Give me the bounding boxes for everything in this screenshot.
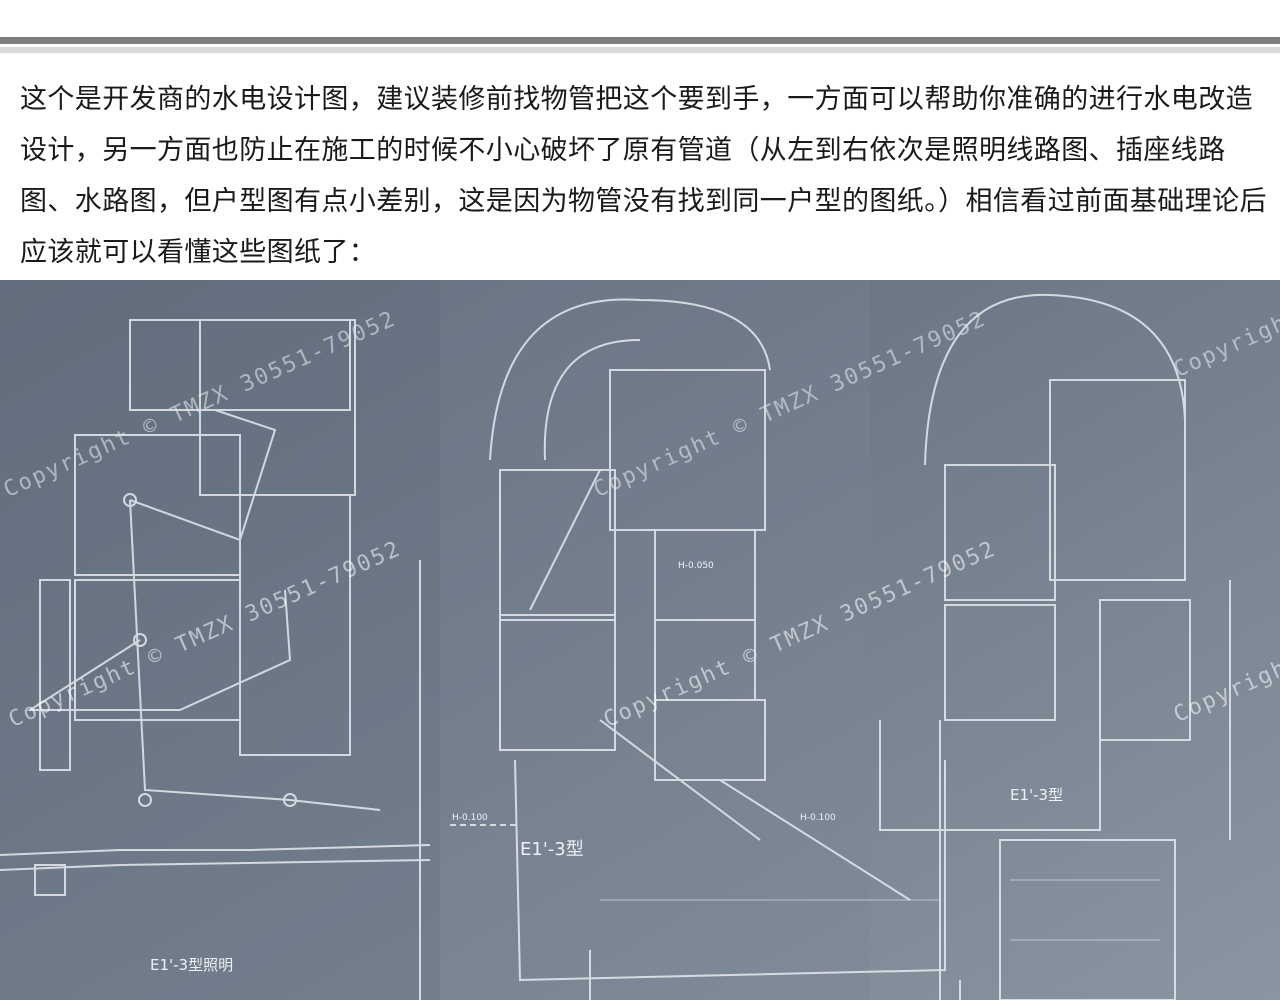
header-divider-light [0,47,1280,53]
header-divider-dark [0,37,1280,44]
left-plan-title: E1'-3型照明 [150,956,233,974]
blueprint-photo: E1'-3型照明 E1'-3型 E1'-3型 H-0.100 H-0.050 H… [0,280,1280,1004]
middle-plan-type: E1'-3型 [520,839,584,860]
article-paragraph: 这个是开发商的水电设计图，建议装修前找物管把这个要到手，一方面可以帮助你准确的进… [20,84,1267,268]
blueprint-drawings: E1'-3型照明 E1'-3型 E1'-3型 H-0.100 H-0.050 H… [0,280,1280,1004]
right-plan-type: E1'-3型 [1010,786,1063,804]
level-mark: H-0.100 [452,813,488,823]
level-mark: H-0.050 [678,561,714,571]
level-mark: H-0.100 [800,813,836,823]
